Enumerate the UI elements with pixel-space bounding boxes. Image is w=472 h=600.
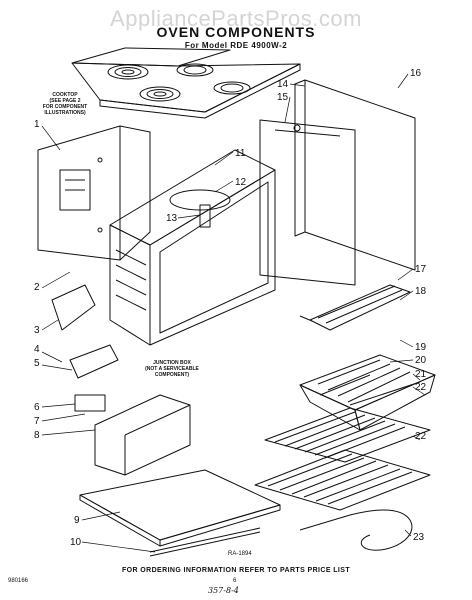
callout-label: 15 xyxy=(277,92,289,103)
broil-element-part xyxy=(299,284,411,331)
watermark: AppliancePartsPros.com xyxy=(110,6,362,31)
diagram-title: OVEN COMPONENTS xyxy=(156,24,316,40)
handwritten-note: 357-8-4 xyxy=(208,586,239,595)
page-code: 980166 xyxy=(8,578,29,584)
callout-label: 2 xyxy=(34,282,40,293)
broiler-pan-part xyxy=(299,354,436,431)
diagram-code: RA-1894 xyxy=(228,551,252,557)
callout-label: 10 xyxy=(70,537,82,548)
junction-box-note: JUNCTION BOX (NOT A SERVICEABLE COMPONEN… xyxy=(145,360,199,378)
junction-box-part xyxy=(94,394,191,476)
callout-label: 12 xyxy=(235,177,247,188)
callout-label: 4 xyxy=(34,344,40,355)
callout-numbers: 1 2 3 4 5 6 7 8 9 10 11 12 13 14 15 16 1… xyxy=(34,68,427,548)
callout-label: 14 xyxy=(277,79,289,90)
callout-label: 5 xyxy=(34,358,40,369)
callout-label: 3 xyxy=(34,325,40,336)
callout-label: 21 xyxy=(415,369,427,380)
callout-leaders xyxy=(41,73,426,553)
oven-cavity-part xyxy=(109,149,276,346)
callout-label: 19 xyxy=(415,342,427,353)
callout-label: 6 xyxy=(34,402,40,413)
back-panel-part xyxy=(259,79,416,286)
callout-label: 1 xyxy=(34,119,40,130)
cooktop-part xyxy=(71,47,301,119)
callout-label: 13 xyxy=(166,213,178,224)
side-panel-part xyxy=(37,125,151,261)
bake-element-part xyxy=(299,509,413,551)
diagram-subtitle: For Model RDE 4900W-2 xyxy=(184,41,288,50)
callout-label: 16 xyxy=(410,68,422,79)
callout-label: 18 xyxy=(415,286,427,297)
callout-label: 22 xyxy=(415,431,427,442)
cooktop-note: COOKTOP (SEE PAGE 2 FOR COMPONENT ILLUST… xyxy=(42,92,88,116)
oven-rack-part xyxy=(254,407,431,511)
page-number: 6 xyxy=(233,578,237,584)
callout-label: 22 xyxy=(415,382,427,393)
ordering-footer: FOR ORDERING INFORMATION REFER TO PARTS … xyxy=(121,567,351,574)
callout-label: 8 xyxy=(34,430,40,441)
bracket-part xyxy=(51,284,119,412)
callout-label: 9 xyxy=(74,515,80,526)
callout-label: 23 xyxy=(413,532,425,543)
callout-label: 7 xyxy=(34,416,40,427)
callout-label: 20 xyxy=(415,355,427,366)
callout-label: 17 xyxy=(415,264,427,275)
bottom-panel-part xyxy=(79,469,281,557)
callout-label: 11 xyxy=(235,148,246,159)
